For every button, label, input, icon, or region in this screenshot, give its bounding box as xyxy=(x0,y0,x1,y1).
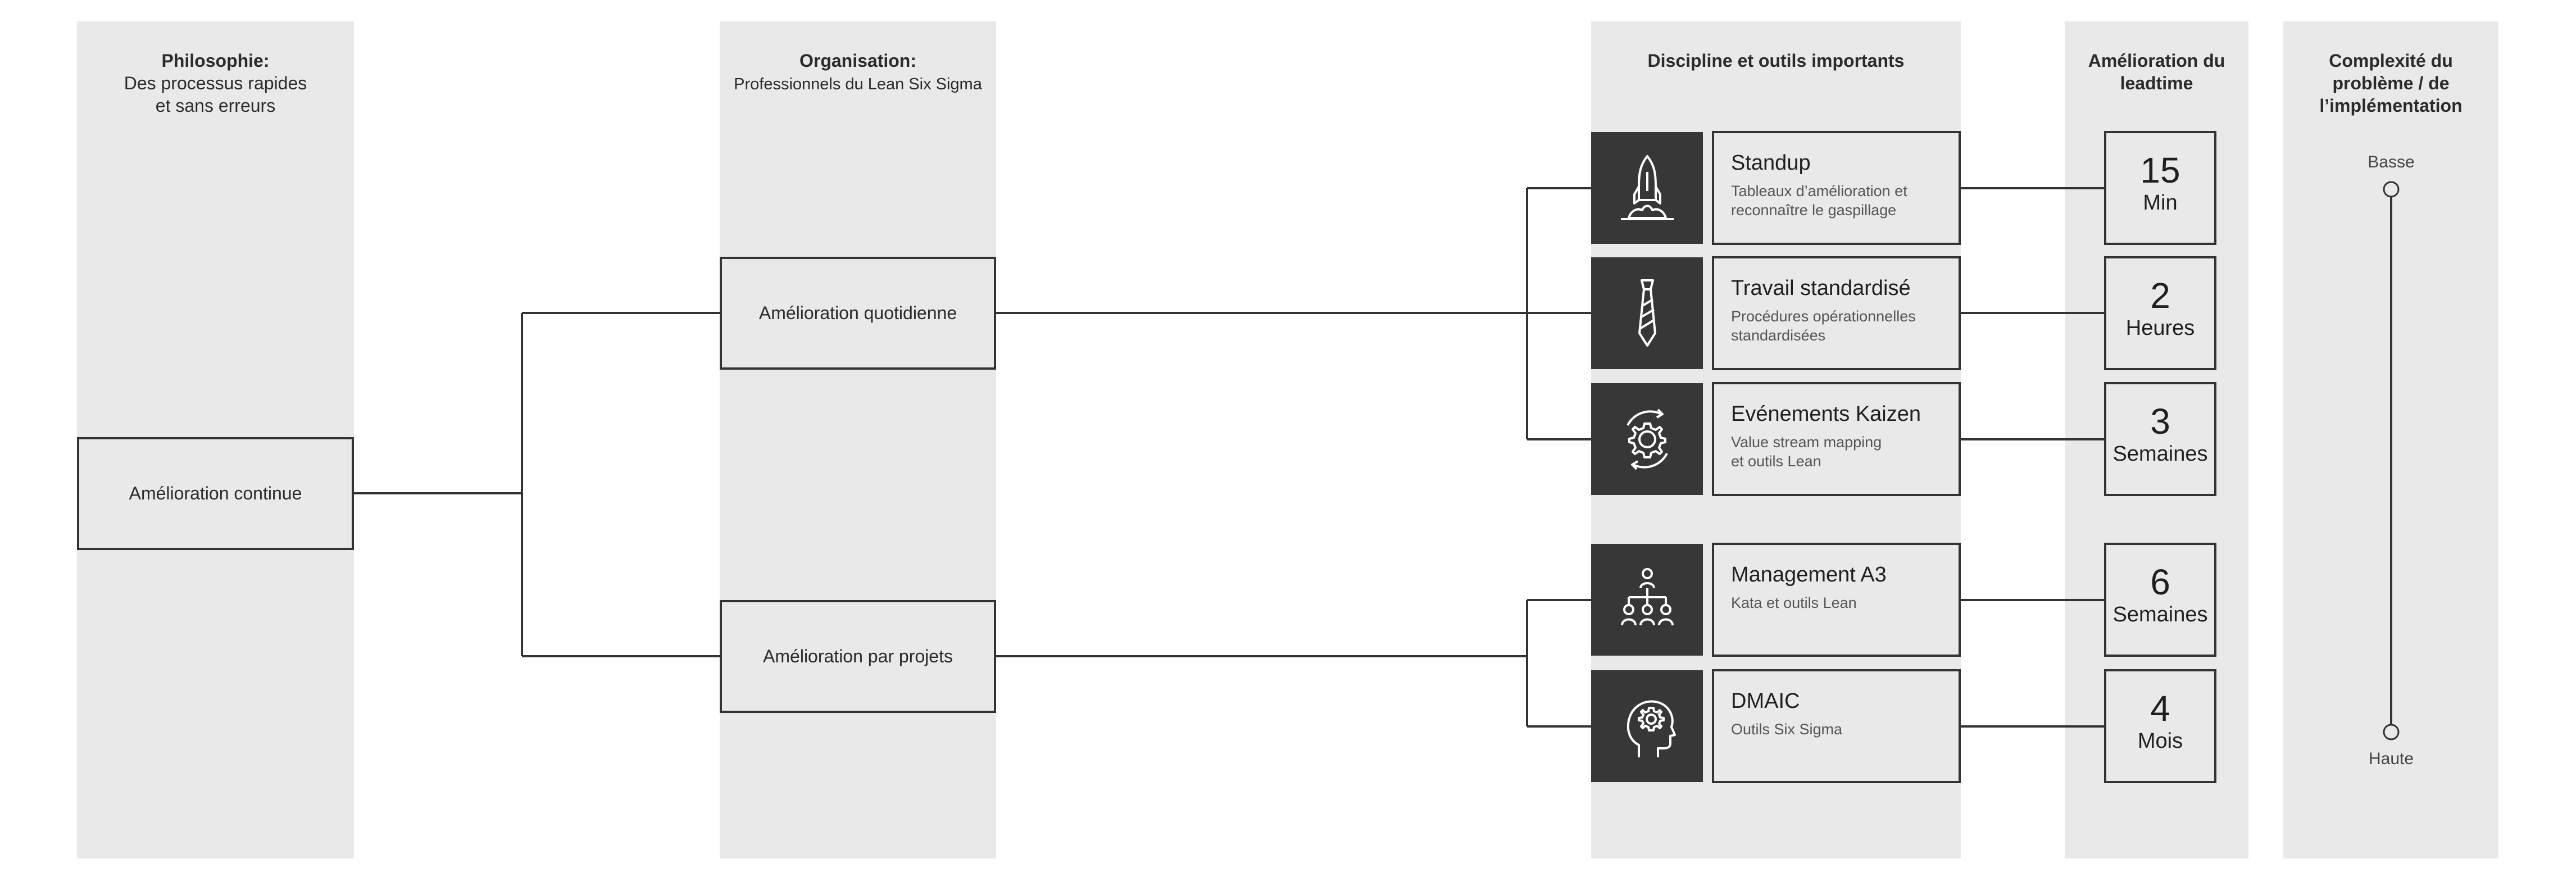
leadtime-number: 4 xyxy=(2150,688,2170,729)
tool-icon-box xyxy=(1591,383,1703,495)
branch-label: Amélioration par projets xyxy=(763,646,953,666)
tool-card: Standup Tableaux d’amélioration et recon… xyxy=(1712,131,1961,245)
leadtime-unit: Heures xyxy=(2125,316,2195,340)
root-node: Amélioration continue xyxy=(77,437,354,550)
header-organisation-sub: Professionnels du Lean Six Sigma xyxy=(734,75,982,93)
tool-title: Management A3 xyxy=(1731,563,1887,587)
tool-title: Evénements Kaizen xyxy=(1731,402,1921,426)
leadtime-box: 2 Heures xyxy=(2104,256,2216,370)
tool-icon-box xyxy=(1591,257,1703,369)
header-philosophie: Philosophie: Des processus rapides et sa… xyxy=(77,49,354,117)
branch-label: Amélioration quotidienne xyxy=(758,303,957,323)
header-discipline-title: Discipline et outils importants xyxy=(1647,51,1905,71)
rocket-icon xyxy=(1620,155,1674,220)
tool-desc: Tableaux d’amélioration et reconnaître l… xyxy=(1731,183,1907,219)
header-leadtime: Amélioration du leadtime xyxy=(2065,49,2248,94)
leadtime-number: 6 xyxy=(2150,562,2170,602)
leadtime-unit: Min xyxy=(2143,191,2178,215)
tool-card: Management A3 Kata et outils Lean xyxy=(1712,543,1961,657)
header-organisation: Organisation: Professionnels du Lean Six… xyxy=(720,49,996,96)
header-leadtime-title: Amélioration du leadtime xyxy=(2088,51,2225,93)
tool-desc: Procédures opérationnelles standardisées xyxy=(1731,308,1916,344)
team-hierarchy-icon xyxy=(1620,567,1674,625)
tool-desc: Value stream mapping et outils Lean xyxy=(1731,434,1882,470)
leadtime-number: 3 xyxy=(2150,401,2170,442)
leadtime-box: 15 Min xyxy=(2104,131,2216,245)
leadtime-box: 3 Semaines xyxy=(2104,382,2216,496)
tie-icon xyxy=(1638,279,1656,347)
header-discipline: Discipline et outils importants xyxy=(1591,49,1961,72)
branch-node-daily: Amélioration quotidienne xyxy=(720,257,996,370)
leadtime-unit: Semaines xyxy=(2112,442,2208,466)
leadtime-number: 15 xyxy=(2140,150,2180,190)
root-label: Amélioration continue xyxy=(129,483,302,503)
column-organisation xyxy=(720,21,996,858)
tool-card: DMAIC Outils Six Sigma xyxy=(1712,669,1961,783)
tool-icon-box xyxy=(1591,670,1703,782)
leadtime-box: 4 Mois xyxy=(2104,669,2216,783)
tool-icon-box xyxy=(1591,544,1703,656)
tool-card: Evénements Kaizen Value stream mapping e… xyxy=(1712,382,1961,496)
scale-label-low: Basse xyxy=(2368,153,2415,171)
tool-title: DMAIC xyxy=(1731,689,1800,713)
gear-cycle-icon xyxy=(1626,408,1668,470)
leadtime-unit: Mois xyxy=(2137,729,2183,753)
leadtime-box: 6 Semaines xyxy=(2104,543,2216,657)
head-gear-icon xyxy=(1627,700,1676,757)
scale-top-marker xyxy=(2383,181,2400,198)
tool-title: Travail standardisé xyxy=(1731,276,1911,300)
tool-card: Travail standardisé Procédures opération… xyxy=(1712,256,1961,370)
header-complexite: Complexité du problème / de l’implémenta… xyxy=(2283,49,2498,117)
tool-desc: Kata et outils Lean xyxy=(1731,594,1857,611)
tool-title: Standup xyxy=(1731,151,1811,175)
leadtime-unit: Semaines xyxy=(2112,603,2208,626)
scale-label-high: Haute xyxy=(2368,749,2414,768)
header-complexite-title: Complexité du problème / de l’implémenta… xyxy=(2319,51,2463,116)
tool-desc: Outils Six Sigma xyxy=(1731,721,1843,738)
scale-bottom-marker xyxy=(2383,724,2400,740)
header-philosophie-sub: Des processus rapides et sans erreurs xyxy=(124,73,307,116)
header-organisation-title: Organisation: xyxy=(799,51,916,71)
leadtime-number: 2 xyxy=(2150,275,2170,316)
header-philosophie-title: Philosophie: xyxy=(161,51,270,71)
tool-icon-box xyxy=(1591,132,1703,244)
branch-node-projects: Amélioration par projets xyxy=(720,600,996,713)
